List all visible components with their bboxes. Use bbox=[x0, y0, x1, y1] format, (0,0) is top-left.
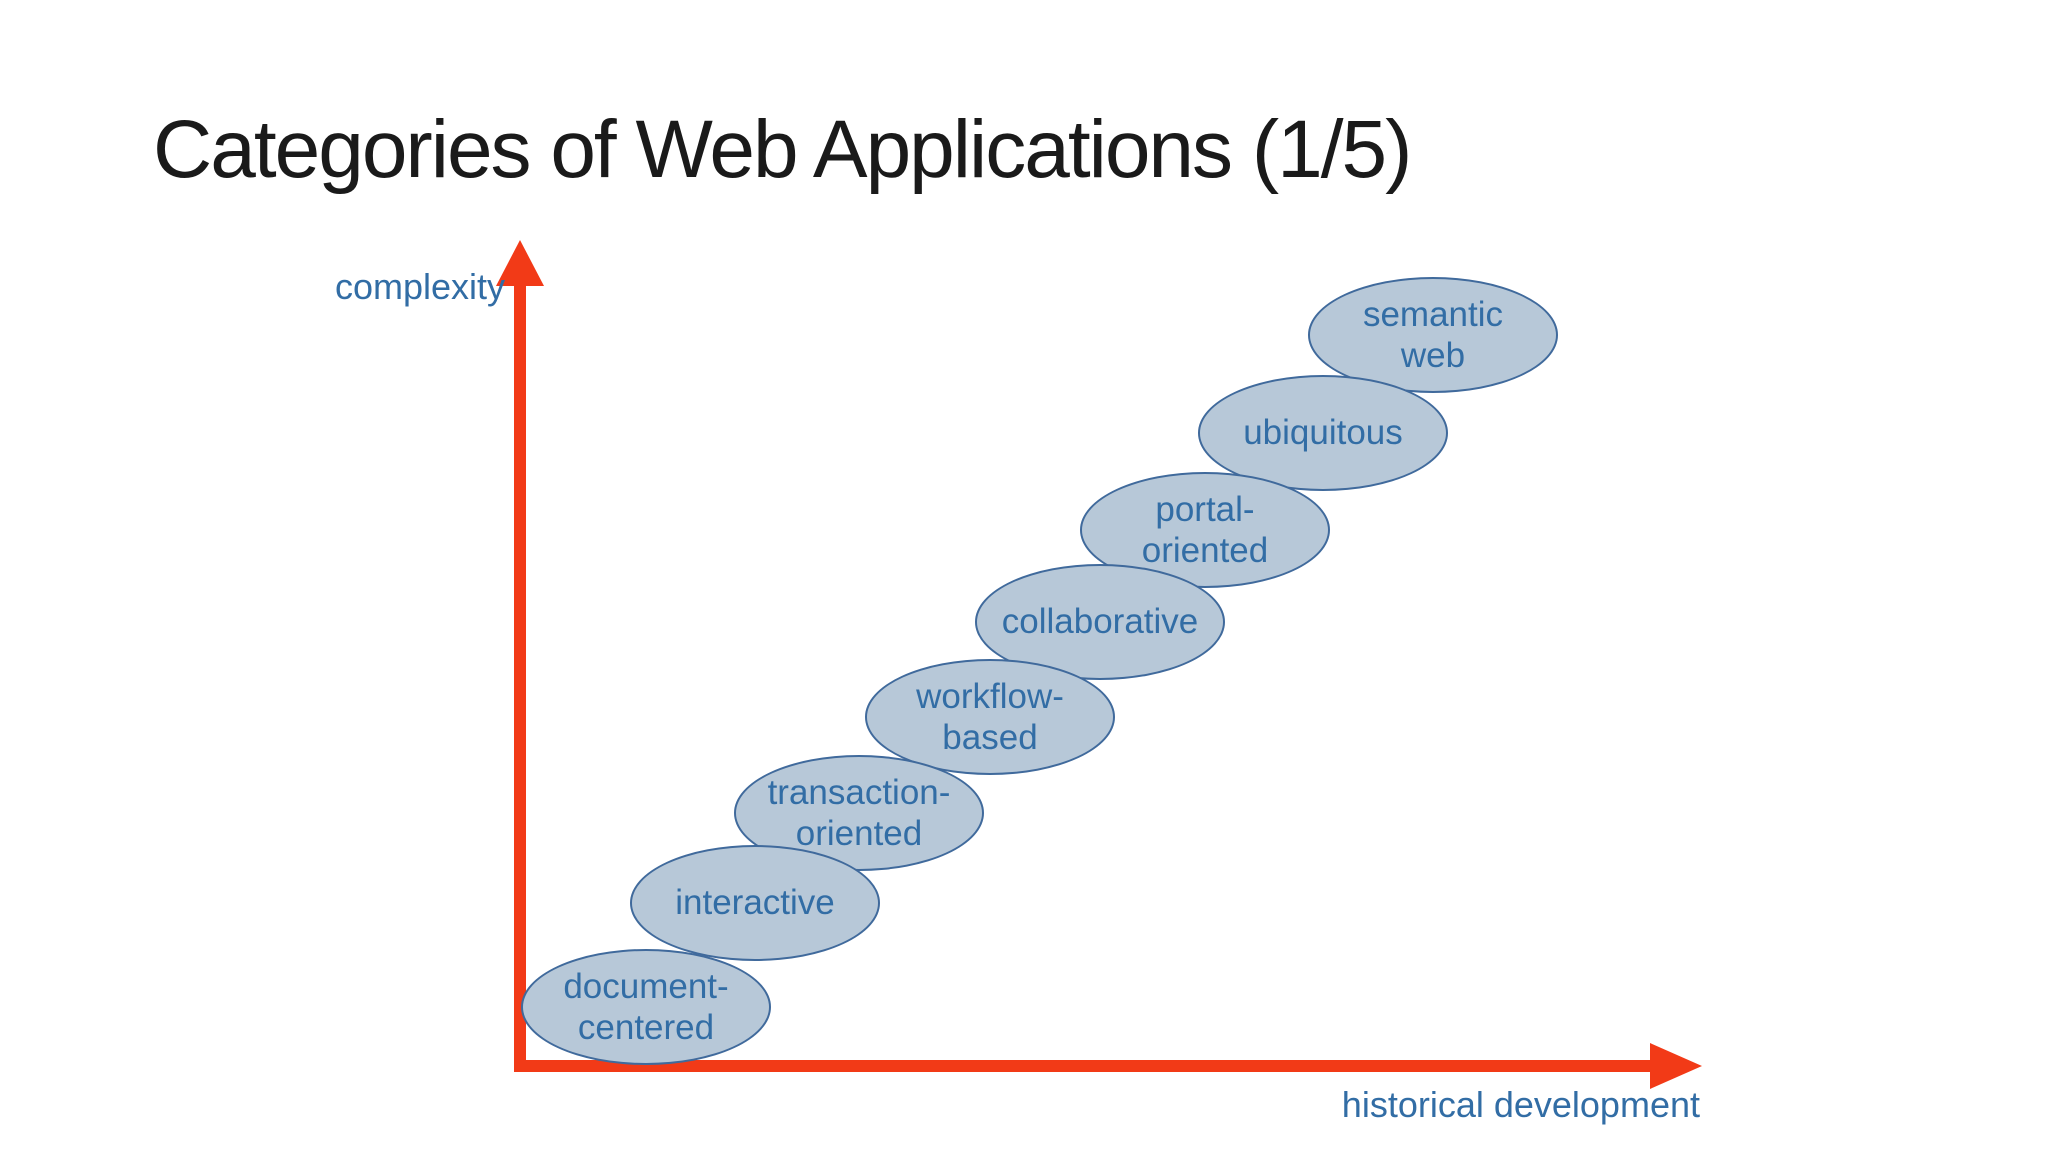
category-label: transaction- oriented bbox=[767, 772, 951, 853]
category-label: interactive bbox=[675, 883, 835, 923]
y-axis-label: complexity bbox=[334, 266, 505, 307]
category-label: semantic web bbox=[1362, 294, 1504, 375]
category-ellipse-workflow-based: workflow- based bbox=[865, 659, 1115, 775]
y-axis-line bbox=[514, 278, 526, 1072]
category-ellipse-transaction-oriented: transaction- oriented bbox=[734, 755, 984, 871]
category-ellipse-document-centered: document- centered bbox=[521, 949, 771, 1065]
category-label: portal- oriented bbox=[1141, 489, 1269, 570]
category-label: workflow- based bbox=[916, 676, 1064, 757]
x-axis-label: historical development bbox=[1341, 1084, 1700, 1125]
slide-title: Categories of Web Applications (1/5) bbox=[153, 104, 1412, 195]
category-label: collaborative bbox=[1001, 602, 1199, 642]
x-axis-arrowhead-icon bbox=[1650, 1043, 1702, 1089]
category-ellipse-semantic-web: semantic web bbox=[1308, 277, 1558, 393]
category-label: ubiquitous bbox=[1243, 413, 1403, 453]
category-ellipse-interactive: interactive bbox=[630, 845, 880, 961]
category-label: document- centered bbox=[563, 966, 729, 1047]
category-ellipse-ubiquitous: ubiquitous bbox=[1198, 375, 1448, 491]
x-axis-line bbox=[514, 1060, 1654, 1072]
